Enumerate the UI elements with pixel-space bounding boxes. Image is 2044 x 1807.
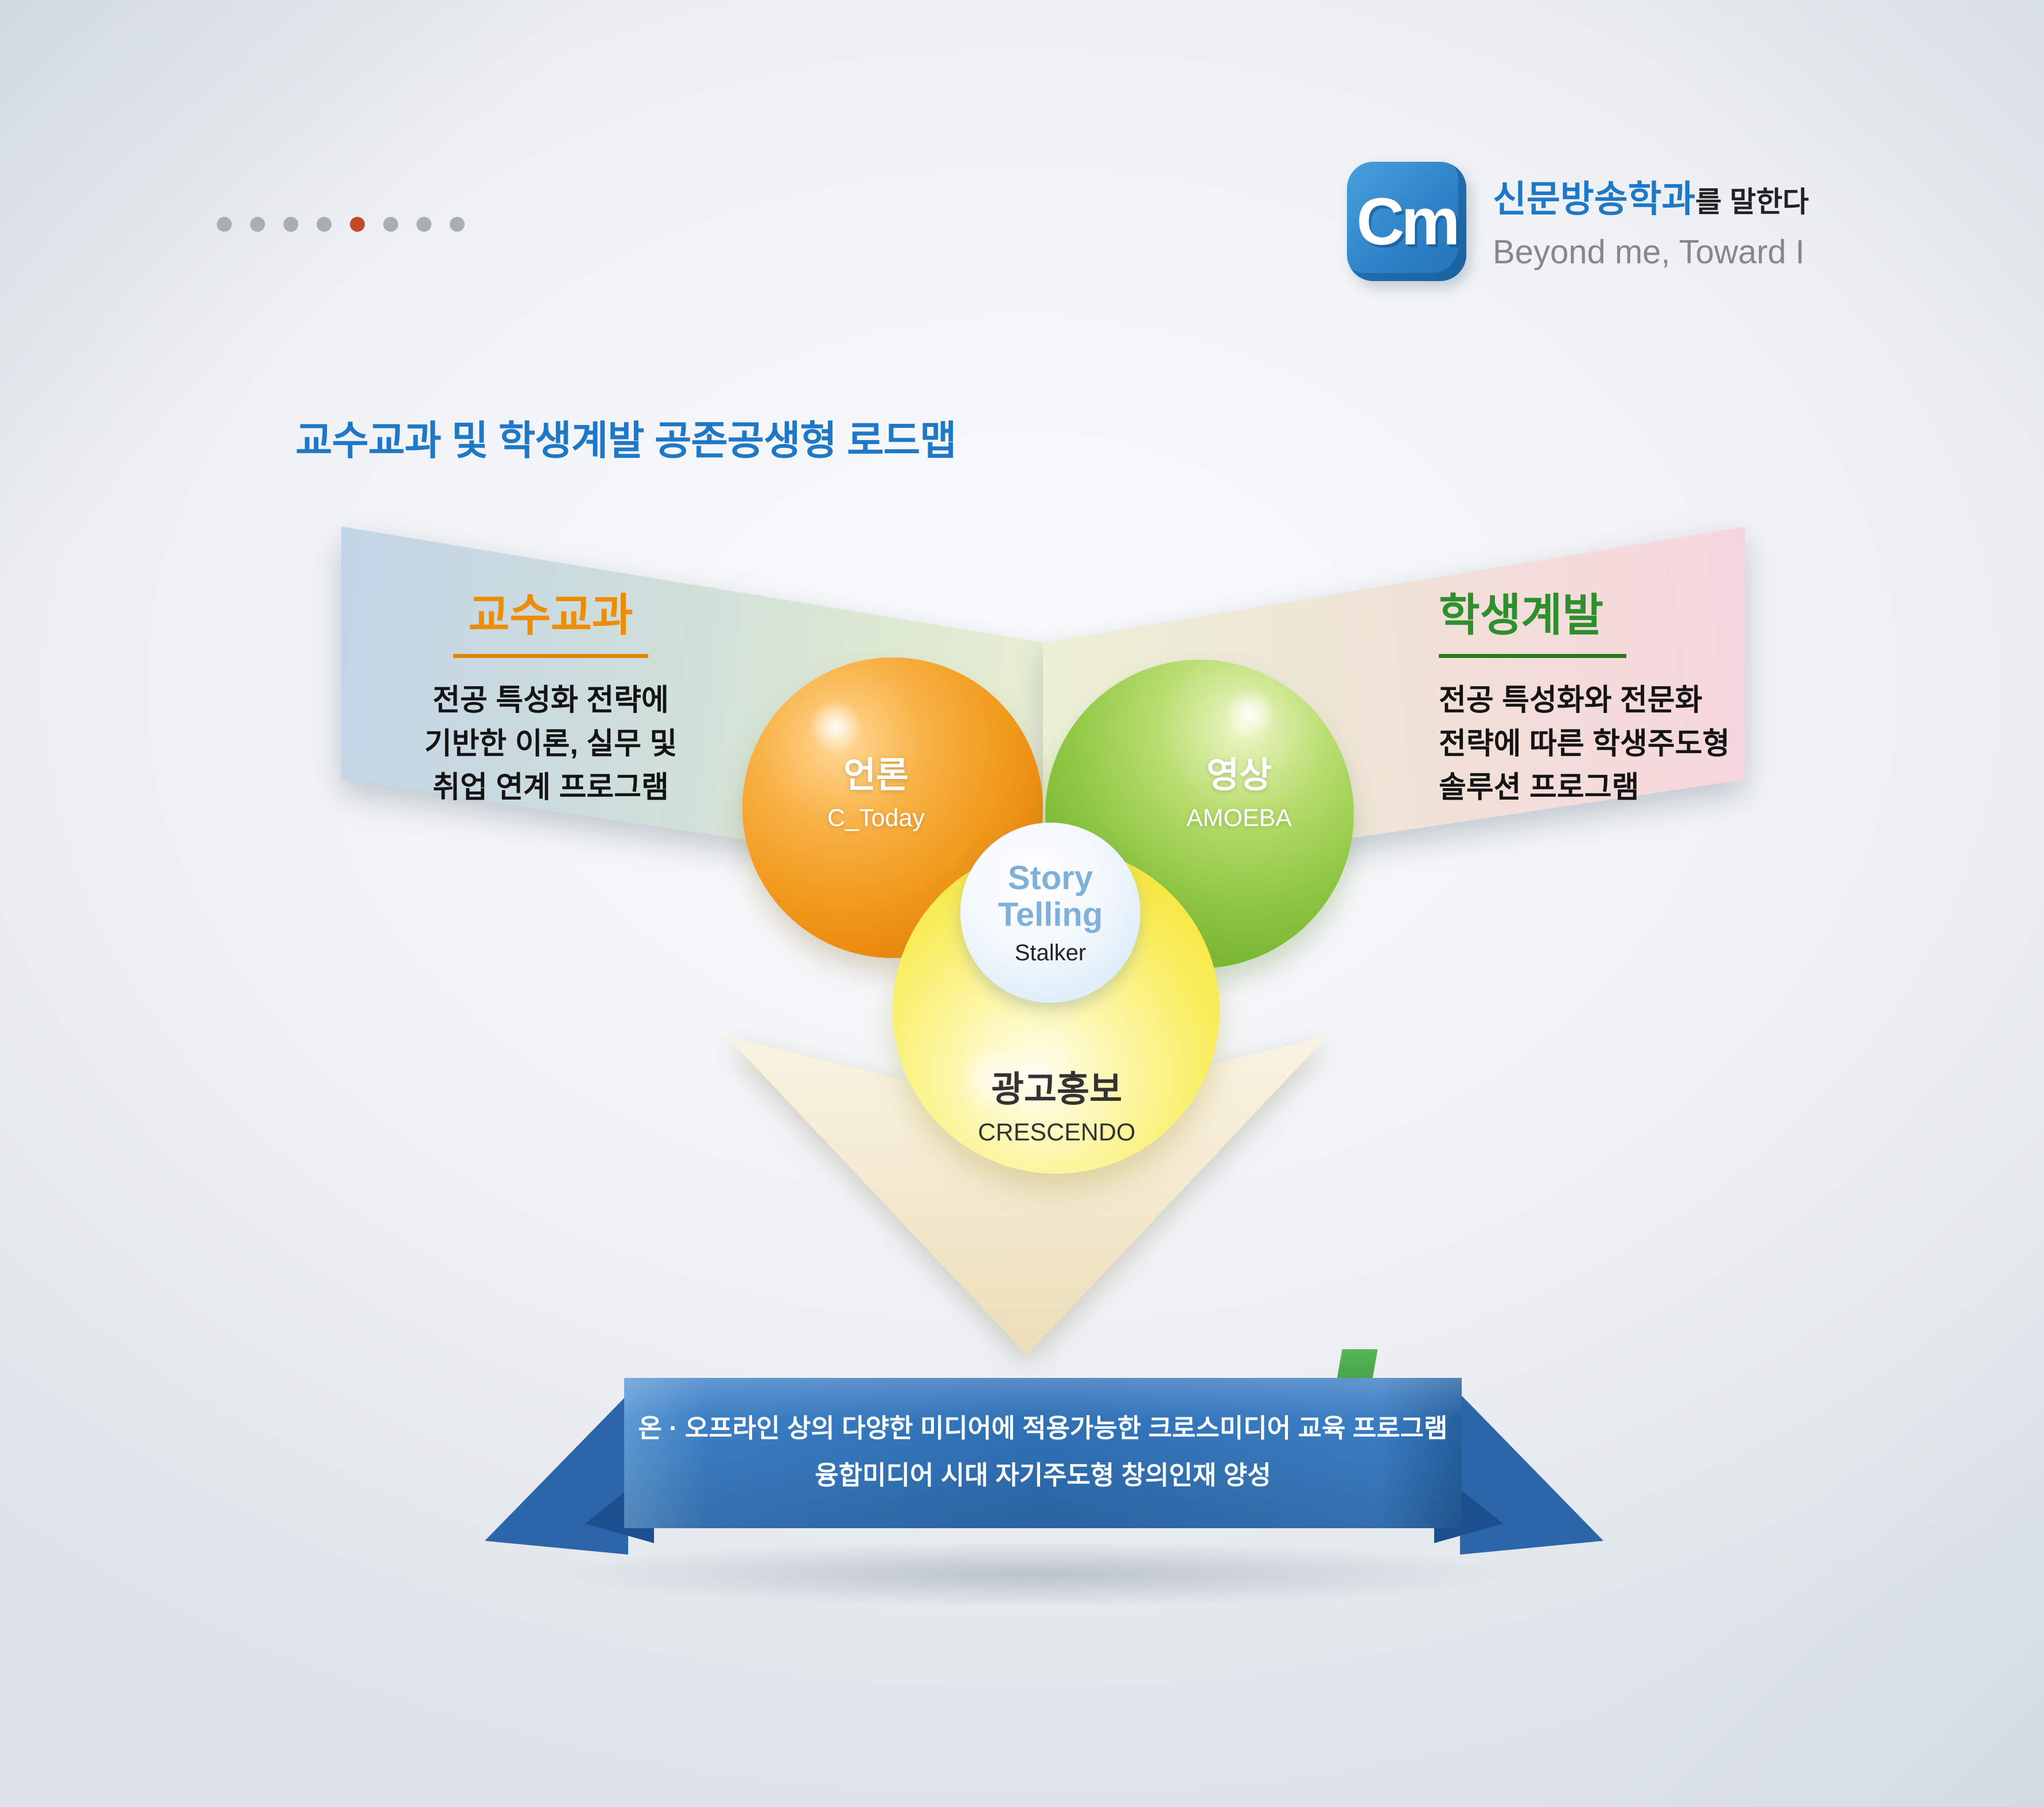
brand-suffix: 를 말한다	[1695, 186, 1809, 218]
panel-faculty-heading: 교수교과	[453, 579, 648, 658]
progress-dot	[350, 217, 365, 232]
panel-student-line-3: 솔루션 프로그램	[1439, 771, 1640, 804]
storytelling-word-1: Story	[1007, 859, 1093, 897]
panel-faculty-heading-row: 교수교과	[396, 579, 706, 658]
panel-student-heading-row: 학생계발	[1439, 579, 1794, 658]
ribbon-band	[624, 1378, 1462, 1528]
page-title: 교수교과 및 학생계발 공존공생형 로드맵	[295, 418, 957, 463]
panel-faculty-line-3: 취업 연계 프로그램	[433, 771, 669, 804]
circle-storytelling: Story Telling Stalker	[960, 823, 1140, 1003]
press-sub-label: C_Today	[827, 804, 925, 832]
panel-faculty-body: 전공 특성화 전략에 기반한 이론, 실무 및 취업 연계 프로그램	[396, 679, 706, 809]
panel-faculty-line-1: 전공 특성화 전략에	[433, 684, 669, 717]
ribbon-left-tail	[485, 1394, 628, 1555]
panel-student-body: 전공 특성화와 전문화 전략에 따른 학생주도형 솔루션 프로그램	[1439, 679, 1794, 809]
progress-dot	[416, 217, 431, 232]
ribbon-right-tail	[1460, 1394, 1603, 1555]
progress-dot	[217, 217, 232, 232]
brand-title: 신문방송학과를 말한다	[1493, 170, 1809, 223]
gloss-highlight	[808, 699, 863, 754]
progress-dot	[383, 217, 398, 232]
press-label: 언론	[843, 755, 909, 795]
storytelling-word-2: Telling	[998, 895, 1103, 933]
brand-department-name: 신문방송학과	[1493, 178, 1696, 220]
progress-dot	[250, 217, 265, 232]
gloss-highlight	[1224, 687, 1277, 740]
department-logo: Cm	[1347, 162, 1466, 281]
logo-cm-glyph: Cm	[1356, 184, 1461, 259]
video-label-group: 영상 AMOEBA	[1153, 746, 1325, 832]
progress-dot	[450, 217, 465, 232]
ribbon-line-2: 융합미디어 시대 자기주도형 창의인재 양성	[815, 1461, 1271, 1490]
video-sub-label: AMOEBA	[1186, 804, 1292, 832]
panel-faculty: 교수교과 전공 특성화 전략에 기반한 이론, 실무 및 취업 연계 프로그램	[396, 579, 706, 809]
gloss-highlight	[958, 1043, 1030, 1115]
press-label-group: 언론 C_Today	[790, 746, 962, 832]
advertising-label-group: 광고홍보 CRESCENDO	[939, 1060, 1174, 1147]
ribbon-ground-shadow	[545, 1541, 1520, 1607]
panel-faculty-line-2: 기반한 이론, 실무 및	[424, 727, 678, 761]
video-label: 영상	[1206, 755, 1272, 795]
panel-student-line-1: 전공 특성화와 전문화	[1439, 684, 1703, 717]
progress-dot	[317, 217, 332, 232]
advertising-sub-label: CRESCENDO	[978, 1119, 1136, 1146]
progress-dots	[217, 217, 465, 232]
panel-student-heading: 학생계발	[1439, 579, 1627, 658]
progress-dot	[283, 217, 298, 232]
brand-block: 신문방송학과를 말한다 Beyond me, Toward I	[1493, 170, 1809, 271]
storytelling-sub-label: Stalker	[1014, 940, 1087, 965]
ribbon-text-group: 온 · 오프라인 상의 다양한 미디어에 적용가능한 크로스미디어 교육 프로그…	[624, 1412, 1462, 1491]
panel-student: 학생계발 전공 특성화와 전문화 전략에 따른 학생주도형 솔루션 프로그램	[1439, 579, 1794, 809]
ribbon-line-1: 온 · 오프라인 상의 다양한 미디어에 적용가능한 크로스미디어 교육 프로그…	[638, 1413, 1448, 1443]
brand-tagline: Beyond me, Toward I	[1493, 233, 1805, 271]
advertising-label: 광고홍보	[991, 1070, 1123, 1109]
panel-student-line-2: 전략에 따른 학생주도형	[1439, 727, 1730, 761]
